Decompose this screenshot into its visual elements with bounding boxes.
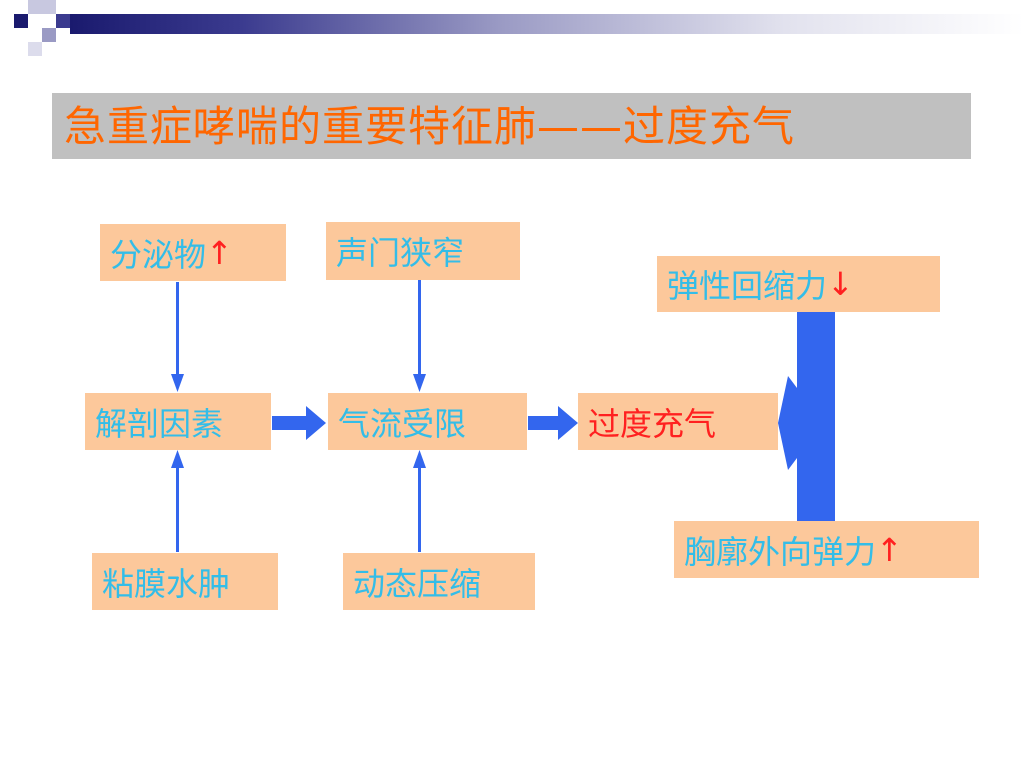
arrow-airflow-to-hyperinflation (528, 406, 578, 440)
node-compression-label: 动态压缩 (353, 564, 482, 603)
opposing-forces-bar (797, 312, 835, 522)
node-hyperinflation-label: 过度充气 (588, 404, 717, 443)
arrow-edema-to-anatomical (176, 464, 179, 552)
node-chestwall-label: 胸廓外向弹力 (684, 532, 877, 571)
node-compression: 动态压缩 (343, 553, 535, 610)
corner-square-dark (56, 14, 70, 28)
arrowhead-secretion-to-anatomical (171, 374, 184, 392)
node-glottis: 声门狭窄 (326, 222, 520, 280)
title-background (52, 93, 971, 159)
corner-square-navy (14, 14, 28, 28)
arrowhead-compression-to-airflow (413, 450, 426, 468)
up-arrow-icon: ↑ (206, 233, 233, 272)
node-anatomical: 解剖因素 (85, 393, 271, 450)
arrow-compression-to-airflow (418, 464, 421, 552)
node-anatomical-label: 解剖因素 (95, 404, 224, 443)
node-edema-label: 粘膜水肿 (102, 564, 231, 603)
node-airflow: 气流受限 (328, 393, 527, 450)
corner-square-mid (42, 28, 56, 42)
arrow-secretion-to-anatomical (176, 282, 179, 378)
arrowhead-edema-to-anatomical (171, 450, 184, 468)
corner-square-pale (28, 42, 42, 56)
arrow-anatomical-to-airflow (272, 406, 326, 440)
header-gradient-bar (70, 14, 1024, 34)
node-edema: 粘膜水肿 (92, 553, 278, 610)
node-secretion-label: 分泌物 (110, 235, 207, 274)
slide-title: 急重症哮喘的重要特征肺——过度充气 (64, 102, 796, 151)
corner-square-light (28, 0, 56, 14)
down-arrow-icon: ↓ (827, 265, 854, 303)
node-chestwall: 胸廓外向弹力↑ (674, 521, 979, 578)
arrow-into-hyperinflation (778, 376, 797, 470)
node-hyperinflation: 过度充气 (578, 393, 778, 450)
arrow-glottis-to-airflow (418, 280, 421, 378)
up-arrow-icon: ↑ (876, 530, 903, 569)
node-secretion: 分泌物↑ (100, 224, 286, 281)
node-recoil: 弹性回缩力↓ (657, 256, 940, 312)
node-recoil-label: 弹性回缩力 (667, 267, 828, 305)
node-glottis-label: 声门狭窄 (336, 234, 465, 272)
arrowhead-glottis-to-airflow (413, 374, 426, 392)
node-airflow-label: 气流受限 (338, 404, 467, 443)
